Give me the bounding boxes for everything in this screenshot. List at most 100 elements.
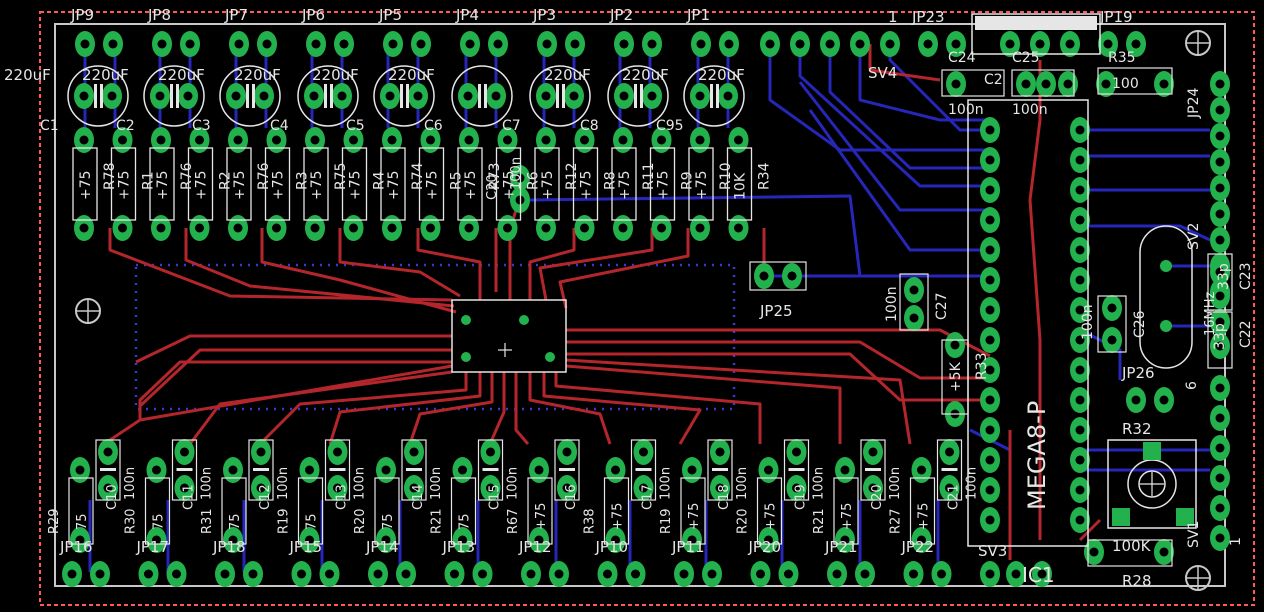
- drill-hole: [1075, 425, 1085, 435]
- bottom-cap-value: 100n: [812, 467, 827, 500]
- top-trace: [184, 228, 455, 308]
- bottom-resistor-ref: R19: [277, 508, 292, 534]
- drill-hole: [825, 39, 835, 49]
- drill-hole: [909, 569, 918, 579]
- sv3-label: SV3: [978, 542, 1007, 560]
- drill-hole: [464, 135, 474, 145]
- drill-hole: [534, 535, 544, 545]
- r28-label: R28: [1122, 572, 1152, 590]
- jp24-label: JP24: [1186, 88, 1202, 119]
- drill-hole: [541, 91, 551, 101]
- cap-ref: C6: [424, 118, 443, 134]
- mounting-hole-top-right: [1185, 30, 1211, 56]
- bottom-trace: [1079, 328, 1122, 380]
- cap-value: 220uF: [312, 66, 359, 84]
- cap-value: 220uF: [388, 66, 435, 84]
- header-label-top: JP8: [147, 6, 171, 24]
- cap-plate: [478, 84, 481, 108]
- resistor-value: +75: [194, 170, 210, 200]
- header-label-top: JP9: [70, 6, 94, 24]
- drill-hole: [1131, 395, 1141, 405]
- cap-value: 220uF: [544, 66, 591, 84]
- header-label-bottom: JP14: [365, 538, 399, 556]
- drill-hole: [534, 465, 544, 475]
- drill-hole: [759, 271, 769, 281]
- drill-hole: [67, 569, 77, 579]
- bottom-cap-ref: C16: [564, 484, 579, 510]
- cap-ref: C4: [270, 118, 289, 134]
- drill-hole: [503, 135, 512, 145]
- drill-hole: [764, 465, 773, 475]
- drill-hole: [103, 447, 113, 457]
- cap-outline: [683, 65, 745, 127]
- resistor-ref: R78: [102, 162, 118, 190]
- cap-value: 220uF: [158, 66, 205, 84]
- cap-value: 220uF: [234, 66, 281, 84]
- drill-hole: [183, 91, 193, 101]
- drill-hole: [639, 447, 648, 457]
- drill-hole: [792, 483, 801, 493]
- top-trace: [138, 348, 452, 408]
- bottom-cap-outline: [95, 439, 121, 501]
- drill-hole: [724, 39, 734, 49]
- c9-value: 100n: [509, 157, 524, 190]
- resistor-value: +75: [309, 170, 325, 200]
- drill-hole: [1075, 305, 1085, 315]
- bottom-trace: [798, 44, 990, 188]
- drill-hole: [951, 79, 961, 89]
- drill-hole: [868, 483, 878, 493]
- cap-plate: [865, 468, 881, 471]
- cap-outline: [67, 65, 129, 127]
- cap-plate: [710, 84, 713, 108]
- resistor-outline: [380, 147, 406, 221]
- drill-hole: [1215, 79, 1225, 89]
- bottom-cap-outline: [401, 439, 427, 501]
- drill-hole: [985, 215, 995, 225]
- drill-hole: [1215, 157, 1225, 167]
- drill-hole: [917, 465, 926, 475]
- drill-hole: [1107, 303, 1117, 313]
- drill-hole: [923, 39, 933, 49]
- drill-hole: [707, 569, 717, 579]
- jp19-label: JP19: [1099, 8, 1133, 26]
- header-label-bottom: JP16: [59, 538, 93, 556]
- drill-hole: [75, 465, 85, 475]
- drill-hole: [385, 91, 395, 101]
- bottom-cap-ref: C17: [641, 484, 656, 510]
- bottom-resistor-ref: R20: [736, 508, 751, 534]
- drill-hole: [985, 335, 995, 345]
- c22-label: C22: [1238, 320, 1254, 348]
- drill-hole: [1011, 569, 1021, 579]
- bottom-cap-ref: C21: [947, 484, 962, 510]
- drill-hole: [233, 223, 243, 233]
- drill-hole: [256, 483, 266, 493]
- drill-hole: [1215, 291, 1225, 301]
- drill-hole: [1215, 183, 1225, 193]
- resistor-outline: [149, 147, 175, 221]
- drill-hole: [458, 465, 467, 475]
- drill-hole: [1075, 245, 1085, 255]
- header-label-bottom: JP10: [595, 538, 629, 556]
- drill-hole: [381, 465, 391, 475]
- cap-plate: [170, 84, 173, 108]
- resistor-ref: R3: [295, 171, 311, 190]
- bottom-cap-outline: [783, 439, 810, 501]
- bottom-layer-traces: [83, 44, 1211, 572]
- drill-hole: [1005, 39, 1015, 49]
- resistor-ref: R4: [372, 171, 388, 190]
- resistor-ref: R1: [141, 171, 157, 190]
- bottom-resistor-ref: R30: [124, 508, 139, 534]
- bottom-trace: [808, 109, 990, 252]
- cap-plate: [400, 84, 403, 108]
- resistor-ref: R11: [641, 162, 657, 190]
- drill-hole: [195, 135, 204, 145]
- drill-hole: [337, 91, 347, 101]
- top-trace: [328, 372, 482, 445]
- bottom-resistor-value: 75: [381, 513, 396, 530]
- bottom-cap-outline: [630, 439, 657, 501]
- drill-hole: [611, 465, 620, 475]
- drill-hole: [172, 569, 181, 579]
- resistor-outline: [187, 147, 214, 221]
- bottom-resistor-outline: [527, 477, 553, 545]
